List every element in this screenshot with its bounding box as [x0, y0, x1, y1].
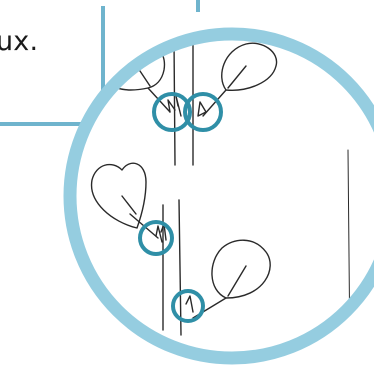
frame-corner-left — [0, 6, 103, 124]
caption-text: ux. — [0, 28, 38, 55]
lens-content — [60, 25, 374, 367]
